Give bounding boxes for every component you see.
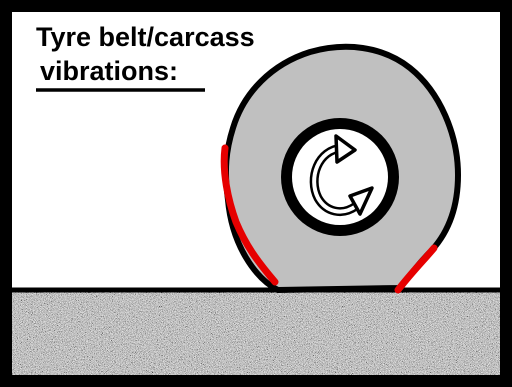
title-line-2: vibrations:: [40, 56, 178, 86]
tyre: [224, 47, 458, 290]
title-line-1: Tyre belt/carcass: [36, 22, 255, 52]
road-surface: [12, 291, 504, 379]
